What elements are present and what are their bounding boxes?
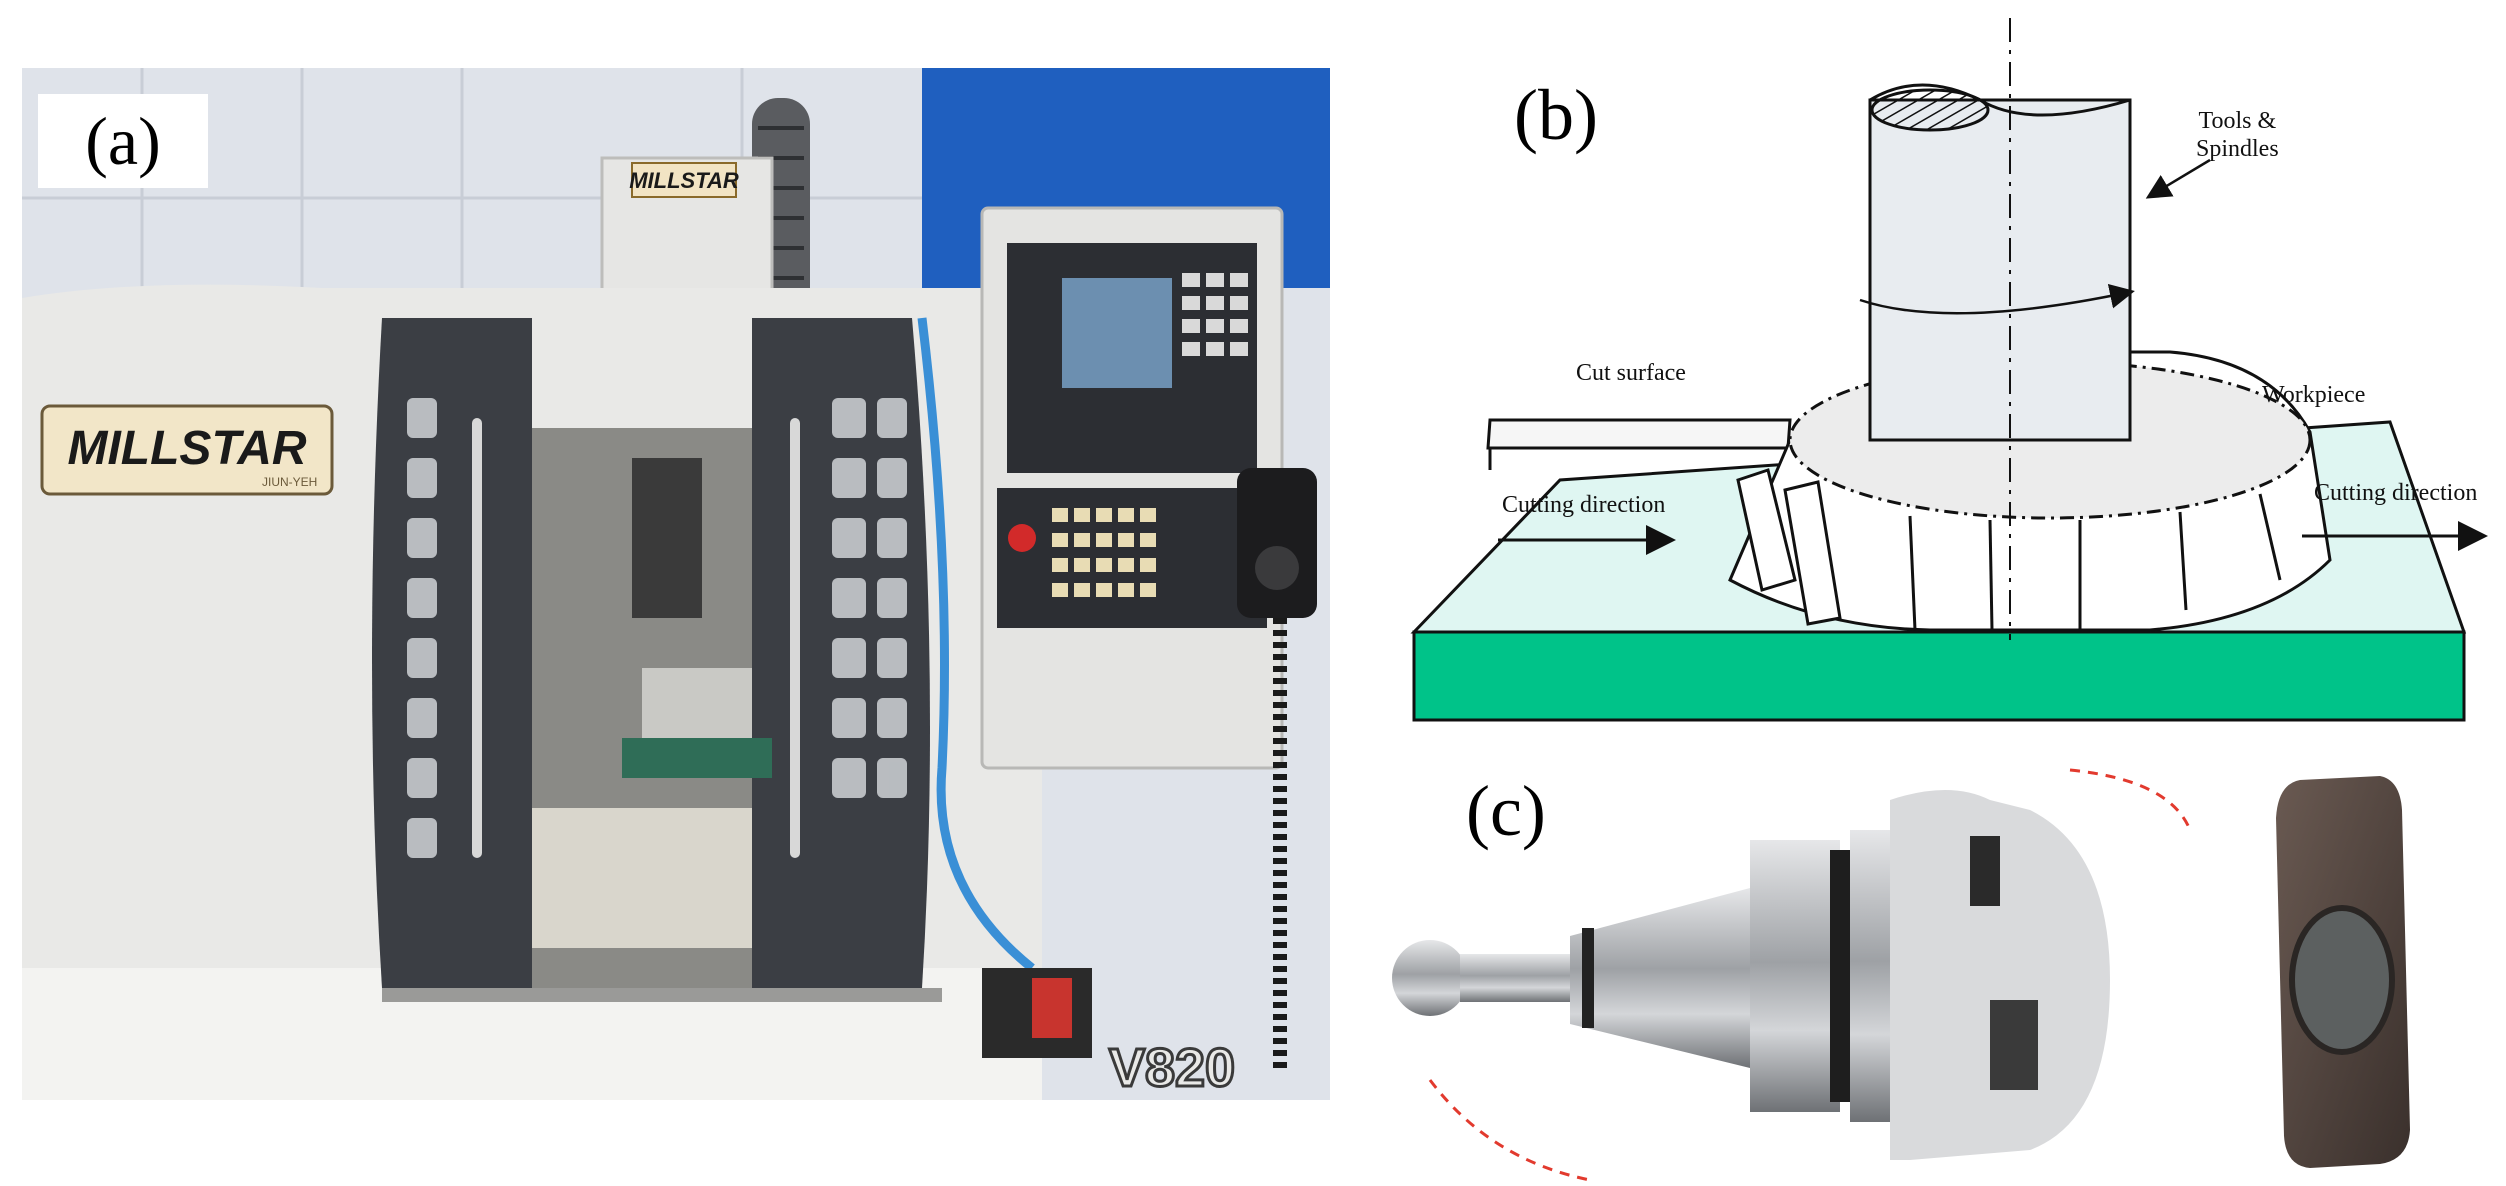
table-base <box>622 738 772 778</box>
face-milling-diagram <box>1410 18 2488 722</box>
panel-b-label: (b) <box>1514 75 1598 155</box>
cutter-head <box>1890 790 2110 1160</box>
swing-arc-top <box>2069 768 2192 831</box>
cutter-inserts <box>1736 468 2282 631</box>
coolant-cable <box>917 317 1035 972</box>
cut-surface-label: Cut surface <box>1576 360 1686 386</box>
left-door-handle <box>472 418 482 858</box>
cutting-direction-right-label: Cutting direction <box>2314 480 2478 506</box>
work-table <box>532 808 752 948</box>
panel-c-label: (c) <box>1466 771 1546 851</box>
spindle-section-hatch <box>1870 88 1990 132</box>
panel-b-milling-schematic: (b) Tools & Spindles Cut surface Workpie… <box>1390 0 2506 740</box>
control-screen <box>1062 278 1172 388</box>
tool-holder-taper <box>1570 888 1750 1068</box>
insert-screw-hole <box>2289 905 2395 1055</box>
spindle <box>632 458 702 618</box>
workpiece-side-face <box>1412 630 2466 722</box>
tool-spindle <box>1868 98 2132 442</box>
tooling-illustration <box>1392 768 2410 1182</box>
handwheel-pendant <box>1237 468 1317 618</box>
tools-pointer-arrow <box>2145 158 2211 199</box>
panel-a-label: (a) <box>38 94 208 188</box>
cut-surface-step <box>1486 418 1792 450</box>
model-badge: V820 <box>1109 1038 1235 1098</box>
brand-plate <box>40 404 334 496</box>
tools-spindles-label: Tools & Spindles <box>2196 108 2279 162</box>
brand-plate-subtext: JIUN-YEH <box>262 475 317 489</box>
spindle-brand-text: MILLSTAR <box>629 168 739 193</box>
pull-stud <box>1392 940 1468 1016</box>
brand-plate-text: MILLSTAR <box>67 422 306 475</box>
vise <box>642 668 752 738</box>
panel-c-tooling-photo: (c) <box>1390 740 2506 1186</box>
emergency-stop-button <box>1008 524 1036 552</box>
left-door <box>372 318 532 988</box>
workpiece-label: Workpiece <box>2262 382 2366 408</box>
swing-arc-bottom <box>1428 1079 1591 1182</box>
cnc-machine-illustration: MILLSTAR JIUN-YEH MILLSTAR <box>22 68 1330 1100</box>
rotation-arrow <box>1859 283 2135 315</box>
cutting-direction-left-label: Cutting direction <box>1502 492 1666 518</box>
right-door-handle <box>790 418 800 858</box>
panel-a-machine-photo: MILLSTAR JIUN-YEH MILLSTAR <box>22 68 1330 1100</box>
tool-holder-flange <box>1750 840 1840 1112</box>
